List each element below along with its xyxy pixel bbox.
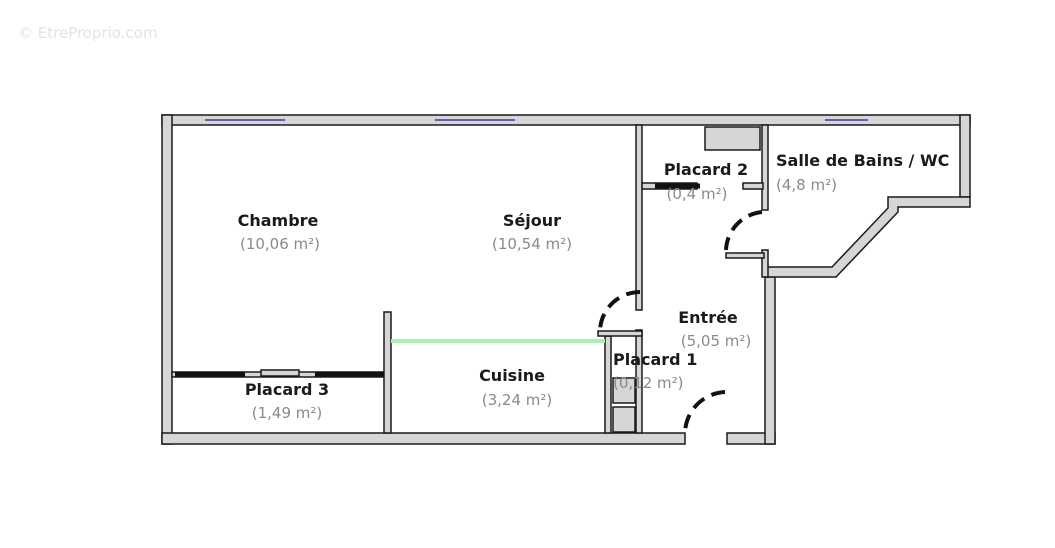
watermark: © EtreProprio.com: [18, 24, 158, 42]
placard1-area: (0,12 m²): [613, 374, 684, 392]
closet-doors: [175, 183, 700, 377]
entree-area: (5,05 m²): [681, 332, 752, 350]
placard2-name: Placard 2: [664, 160, 748, 179]
room-labels: Chambre (10,06 m²) Séjour (10,54 m²) Pla…: [238, 151, 950, 422]
door-swings: [598, 210, 763, 434]
cuisine-area: (3,24 m²): [482, 391, 553, 409]
sdb-name: Salle de Bains / WC: [776, 151, 949, 170]
chambre-name: Chambre: [238, 211, 319, 230]
placard3-area: (1,49 m²): [252, 404, 323, 422]
entree-name: Entrée: [678, 308, 738, 327]
sejour-area: (10,54 m²): [492, 235, 572, 253]
placard1-name: Placard 1: [613, 350, 697, 369]
cuisine-name: Cuisine: [479, 366, 545, 385]
chambre-area: (10,06 m²): [240, 235, 320, 253]
walls: [161, 114, 971, 445]
placard3-name: Placard 3: [245, 380, 329, 399]
placard2-area: (0,4 m²): [667, 185, 728, 203]
sejour-name: Séjour: [503, 211, 561, 230]
sdb-area: (4,8 m²): [776, 176, 837, 194]
